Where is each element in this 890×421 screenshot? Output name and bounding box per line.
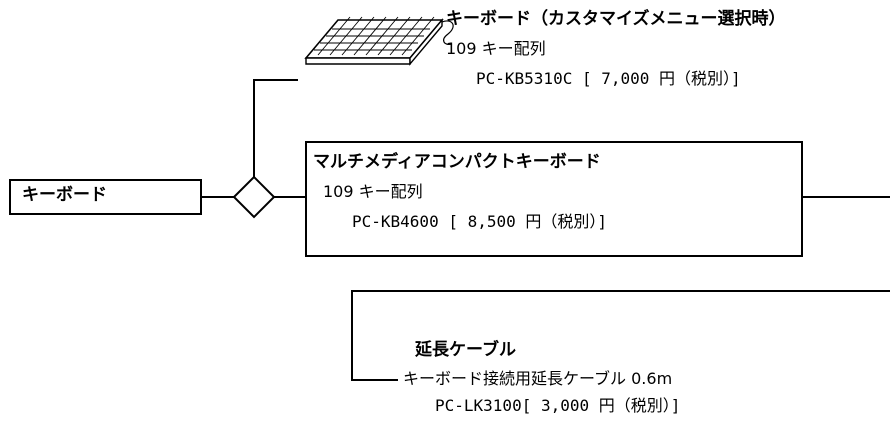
junction-diamond <box>232 175 276 219</box>
root-node-box <box>9 179 202 215</box>
option-multimedia-keyboard-layout: 109 キー配列 <box>323 182 423 201</box>
keyboard-illustration-icon <box>304 16 454 66</box>
multimedia-keyboard-box <box>305 141 803 257</box>
option-extension-cable-title: 延長ケーブル <box>415 340 516 360</box>
option-custom-keyboard-model-price: PC-KB5310C [ 7,000 円（税別）] <box>476 69 741 88</box>
option-multimedia-keyboard-model-price: PC-KB4600 [ 8,500 円（税別）] <box>352 212 608 231</box>
extension-cable-bracket <box>351 290 890 381</box>
connector-junction-to-custom-keyboard <box>253 79 298 177</box>
option-multimedia-keyboard-title: マルチメディアコンパクトキーボード <box>313 152 601 172</box>
option-extension-cable-description: キーボード接続用延長ケーブル 0.6m <box>403 369 673 388</box>
option-extension-cable-model-price: PC-LK3100[ 3,000 円（税別）] <box>435 396 681 415</box>
option-custom-keyboard-layout: 109 キー配列 <box>446 39 546 58</box>
root-node-label: キーボード <box>22 185 107 205</box>
option-custom-keyboard-title: キーボード（カスタマイズメニュー選択時） <box>446 9 786 29</box>
